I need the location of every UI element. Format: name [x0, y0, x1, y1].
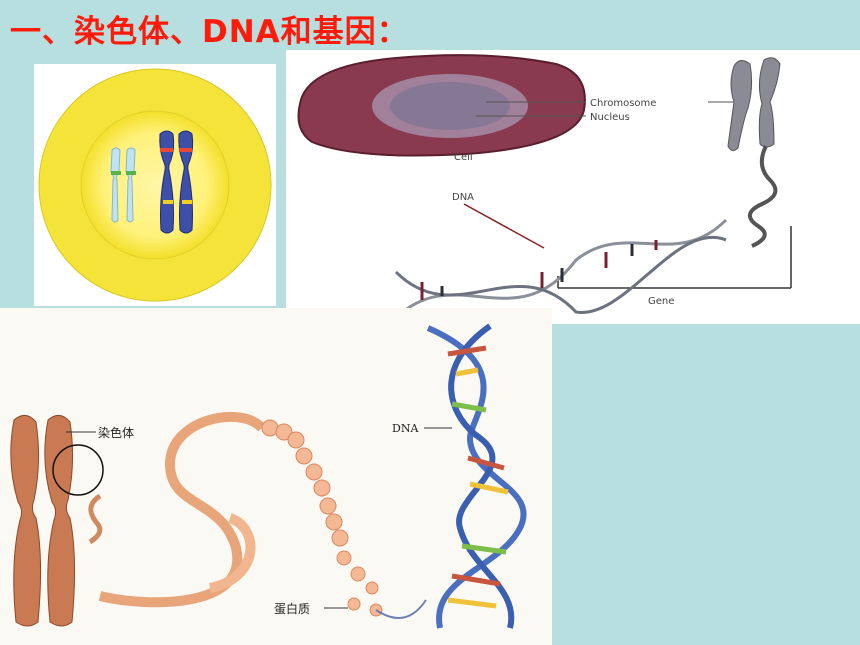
nucleus-label: Nucleus	[590, 112, 630, 123]
chromosome-label-zh: 染色体	[98, 425, 134, 440]
chromosome-illustration	[727, 57, 781, 152]
cell-label: Cell	[454, 152, 473, 163]
coiled-chromatin-fiber	[98, 411, 266, 608]
x-chromosome-illustration	[10, 415, 76, 627]
cell-to-gene-diagram: Chromosome Nucleus Cell Gene DNA	[286, 50, 860, 324]
gene-label: Gene	[648, 296, 674, 307]
cell-chromosome-pairs-image	[34, 64, 276, 306]
protein-label-zh: 蛋白质	[274, 601, 310, 616]
colored-dna-helix	[426, 323, 527, 629]
chromosome-chromatin-dna-diagram: 染色体 蛋白质	[0, 308, 552, 645]
nucleosome-beads	[261, 419, 383, 617]
small-chromosome-pair	[110, 147, 136, 223]
dna-label-zh: DNA	[392, 422, 419, 435]
slide-title: 一、染色体、DNA和基因：	[10, 14, 409, 50]
large-chromosome-pair	[159, 130, 194, 234]
cell-illustration	[297, 54, 586, 157]
dna-double-helix	[394, 218, 728, 320]
chromosome-label: Chromosome	[590, 98, 656, 109]
dna-label: DNA	[452, 192, 474, 203]
